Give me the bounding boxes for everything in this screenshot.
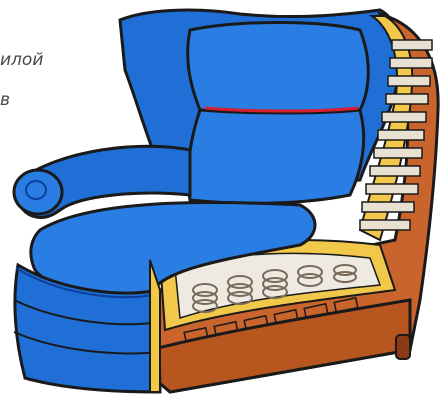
lower-back-cushion (188, 110, 364, 203)
caption-fragment-1: илой (0, 50, 43, 70)
back-cushion (188, 23, 369, 112)
arm-roll-end (14, 170, 62, 214)
caption-fragment-2: в (0, 90, 10, 110)
chair-leg (396, 335, 410, 359)
